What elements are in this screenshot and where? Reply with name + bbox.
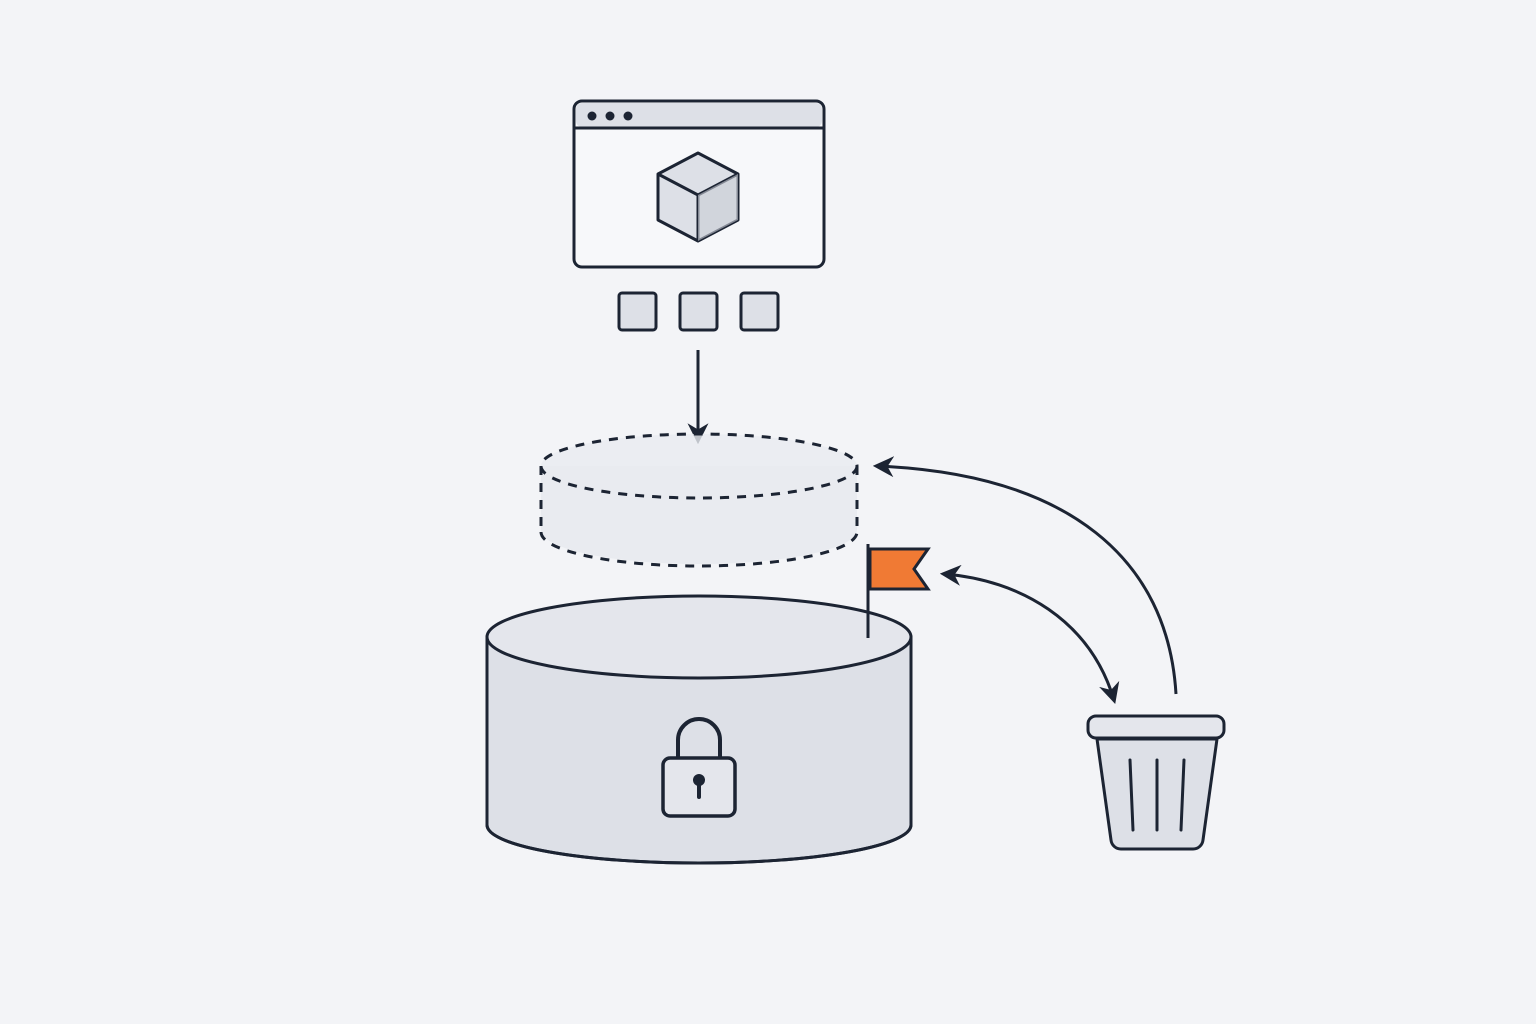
window-dot-icon <box>605 111 615 121</box>
data-blocks <box>617 291 780 332</box>
window-dot-icon <box>623 111 633 121</box>
window-dot-icon <box>587 111 597 121</box>
cube-icon <box>656 151 740 243</box>
browser-window-icon <box>572 99 826 269</box>
locked-storage-cylinder-icon <box>485 594 913 865</box>
flag-icon <box>866 544 931 638</box>
dashed-cylinder-icon <box>539 432 859 568</box>
inner-double-arrow <box>939 564 1120 705</box>
data-block-icon <box>678 291 719 332</box>
data-block-icon <box>617 291 658 332</box>
outer-return-arrow <box>872 456 1178 695</box>
lock-icon <box>661 717 737 818</box>
data-block-icon <box>739 291 780 332</box>
trash-can-icon <box>1086 714 1226 851</box>
